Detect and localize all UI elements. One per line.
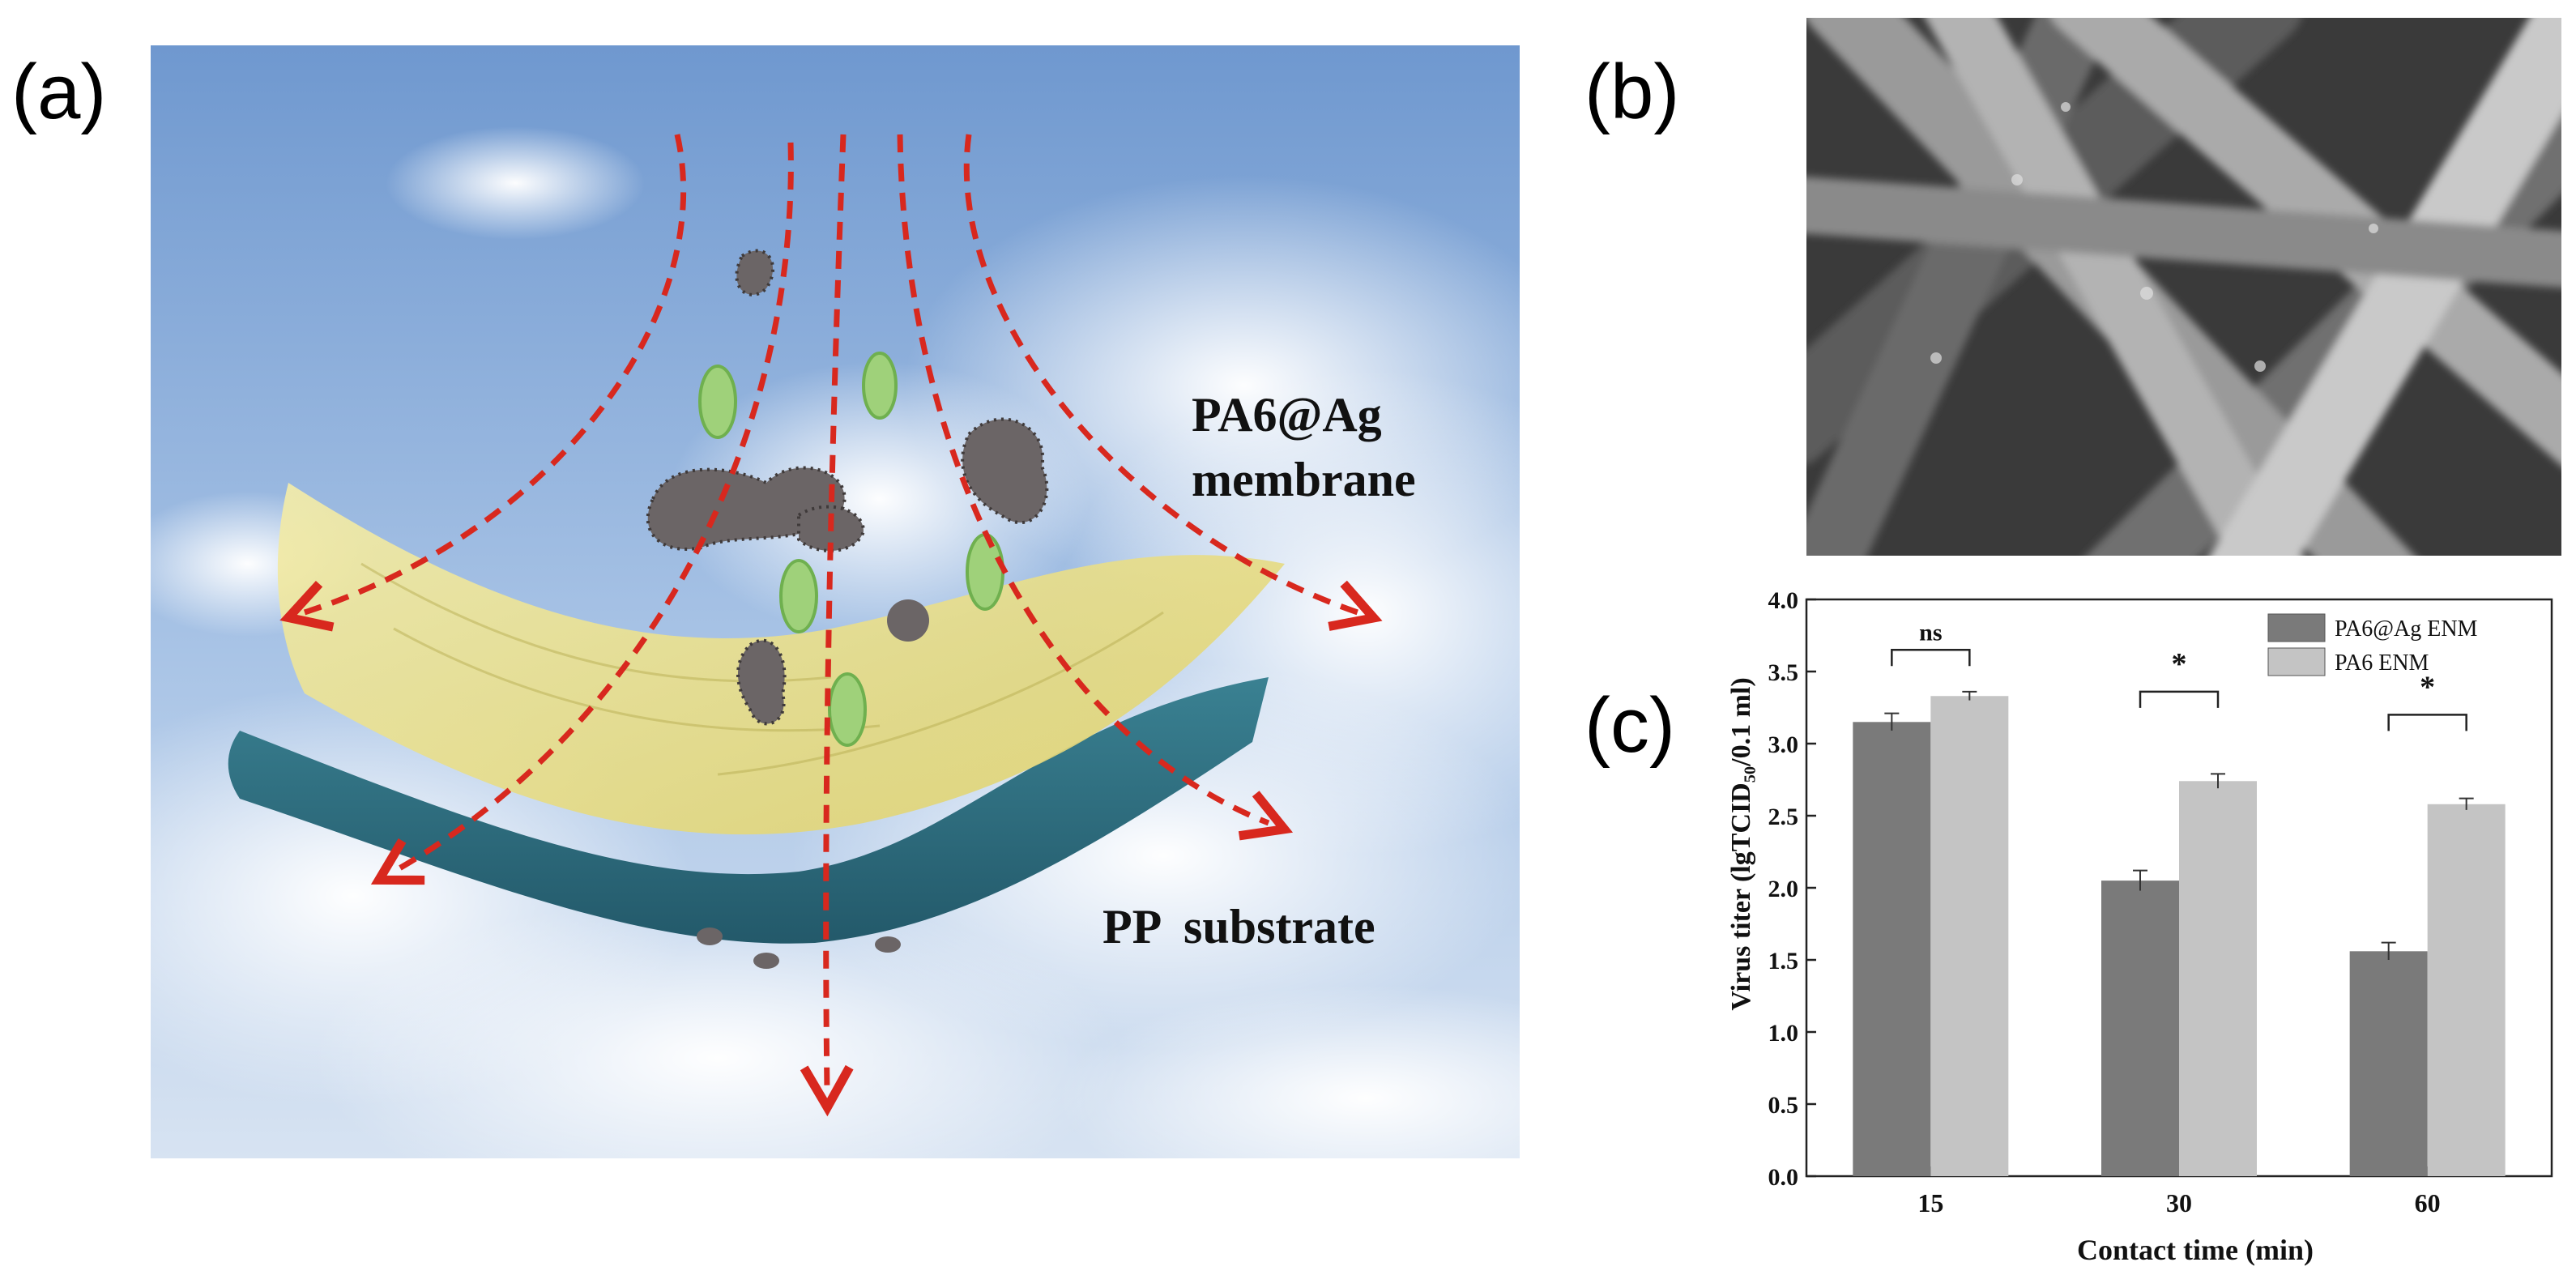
pp-substrate-layer — [228, 677, 1269, 944]
y-tick-label: 3.0 — [1768, 731, 1799, 758]
substrate-label: PP substrate — [1102, 900, 1375, 953]
y-tick-label: 1.0 — [1768, 1020, 1799, 1047]
legend-swatch — [2267, 647, 2326, 676]
sem-micrograph — [1806, 18, 2561, 556]
significance-label: ns — [1919, 619, 1942, 646]
bar — [2179, 781, 2257, 1176]
y-tick-label: 4.0 — [1768, 587, 1799, 614]
bar — [2427, 804, 2506, 1176]
chart-svg: Virus titer (lgTCID₅₀/0.1 ml) Contact ti… — [1726, 587, 2553, 1266]
bar — [2349, 951, 2428, 1176]
significance-bracket — [1891, 649, 1971, 667]
bar — [1930, 696, 2009, 1176]
y-tick-label: 2.0 — [1768, 876, 1799, 902]
airflow-arrows — [279, 134, 1383, 1117]
x-tick-label: 15 — [1917, 1188, 1943, 1217]
legend-label: PA6@Ag ENM — [2335, 616, 2478, 642]
x-tick-label: 30 — [2166, 1188, 2192, 1217]
bar — [2101, 881, 2179, 1176]
small-particles — [697, 599, 929, 969]
bar — [1853, 722, 1931, 1176]
legend-label: PA6 ENM — [2335, 650, 2429, 676]
panel-a-letter: (a) — [11, 49, 107, 135]
legend-swatch — [2267, 613, 2326, 642]
x-tick-label: 60 — [2415, 1188, 2441, 1217]
significance-label: * — [2420, 670, 2435, 704]
panel-c-letter: (c) — [1584, 682, 1675, 769]
significance-bracket — [2387, 714, 2467, 731]
significance-label: * — [2172, 647, 2187, 681]
significance-bracket — [2139, 690, 2220, 708]
membrane-label-line2: membrane — [1192, 453, 1416, 506]
y-tick-label: 3.5 — [1768, 659, 1799, 686]
y-tick-label: 0.0 — [1768, 1164, 1799, 1191]
particulate-matter — [646, 249, 1049, 726]
membrane-label-line1: PA6@Ag — [1192, 388, 1382, 441]
y-tick-label: 2.5 — [1768, 804, 1799, 830]
x-axis-label: Contact time (min) — [2077, 1234, 2314, 1266]
virus-titer-chart: Virus titer (lgTCID₅₀/0.1 ml) Contact ti… — [1709, 567, 2576, 1271]
filtration-schematic: PA6@Ag membrane PP substrate — [151, 45, 1520, 1158]
panel-b-letter: (b) — [1584, 49, 1680, 135]
y-axis-label: Virus titer (lgTCID₅₀/0.1 ml) — [1726, 677, 1756, 1010]
sem-image — [1806, 18, 2561, 556]
y-tick-label: 1.5 — [1768, 948, 1799, 974]
y-tick-label: 0.5 — [1768, 1092, 1799, 1119]
schematic-illustration: PA6@Ag membrane PP substrate — [151, 45, 1520, 1158]
